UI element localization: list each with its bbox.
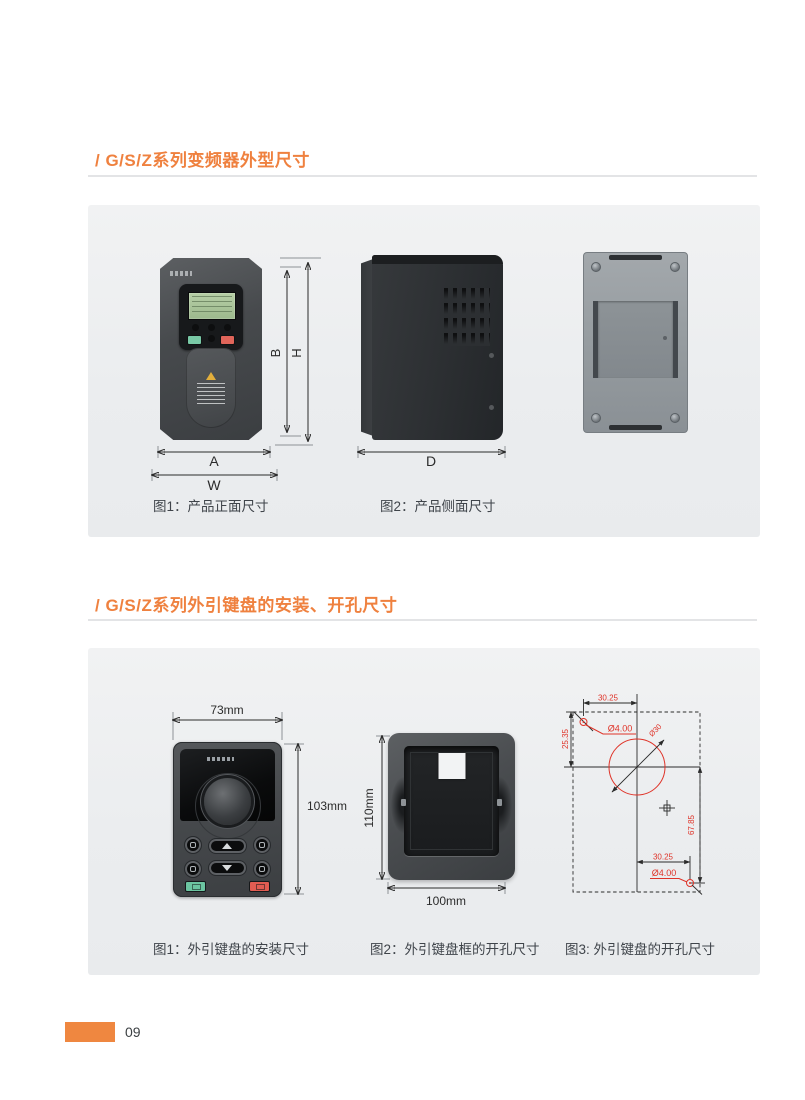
screw-hole-circle (686, 879, 694, 887)
top-gasket-strip (608, 255, 663, 260)
side-screw (489, 405, 494, 410)
dim-top-offset-label: 30.25 (598, 694, 619, 703)
side-top-edge (372, 255, 503, 264)
bottom-offset-dimension: 30.25 (636, 853, 691, 879)
side-screw (489, 353, 494, 358)
datum-square (663, 804, 671, 812)
section2-title: / G/S/Z系列外引键盘的安装、开孔尺寸 (95, 596, 398, 615)
ventilation-slots (444, 288, 490, 346)
panel-keypad-dimensions: 73mm 103mm 110mm 100mm (88, 648, 760, 975)
front-keypad (179, 284, 243, 350)
dim-103mm-label: 103mm (307, 799, 347, 813)
lcd-display (188, 292, 236, 320)
knob-hole: Ø30 (608, 722, 666, 796)
dim-100mm-label: 100mm (426, 894, 466, 908)
run-button (187, 335, 202, 345)
frame-clip (497, 799, 502, 806)
warning-triangle-icon (206, 372, 216, 380)
section2-divider (88, 619, 757, 621)
frame-height-dimension: 110mm (362, 736, 390, 879)
bottom-right-hole: Ø4.00 (650, 868, 703, 895)
front-width-dimensions: A W (152, 446, 277, 493)
datum-crosshair (659, 800, 675, 816)
dim-vertical-span-label: 67.85 (687, 814, 696, 835)
section1-divider (88, 175, 757, 177)
panel-outline-dimensions: B H A W D 图1：产品正面尺寸 图2：产品侧面尺寸 (88, 205, 760, 537)
dim-73mm-label: 73mm (210, 703, 243, 717)
keypad-logo (207, 757, 234, 761)
top-left-hole: Ø4.00 (573, 711, 636, 735)
hole-center (582, 721, 585, 723)
dim-110mm-label: 110mm (362, 788, 376, 827)
keypad-height-dimension: 103mm (284, 744, 347, 894)
panel-outline (564, 694, 701, 893)
section1-title: / G/S/Z系列变频器外型尺寸 (95, 151, 310, 170)
corner-screw (591, 262, 601, 272)
figure-caption: 图1：外引键盘的安装尺寸 (153, 942, 310, 957)
top-cover-inset (593, 301, 678, 379)
stop-button (249, 881, 270, 892)
frame-width-dimension: 100mm (388, 882, 505, 908)
frame-clip (401, 799, 406, 806)
top-offset-dimension: 30.25 (583, 694, 638, 716)
keypad-buttons (192, 324, 199, 331)
hole-center (689, 882, 691, 884)
corner-screw (670, 262, 680, 272)
inverter-side-photo (361, 255, 503, 440)
label-leader (585, 724, 636, 735)
diameter-line (611, 739, 665, 793)
corner-screw (670, 413, 680, 423)
corner-screw (591, 413, 601, 423)
dim-knob-hole-label: Ø30 (647, 722, 663, 738)
function-button (185, 837, 201, 853)
control-knob (204, 778, 251, 825)
dim-left-offset-label: 25.35 (562, 728, 570, 749)
up-arrow-button (209, 839, 246, 853)
drill-hole-drawing: Ø30 Ø4.00 30.25 25.35 67.85 30.25 (562, 694, 705, 895)
front-cover (186, 348, 236, 428)
bottom-gasket-strip (608, 425, 663, 430)
page-number-block (65, 1022, 115, 1042)
figure-caption: 图2：产品侧面尺寸 (380, 499, 496, 514)
warning-label (197, 372, 225, 408)
run-button (185, 881, 206, 892)
function-button (254, 837, 270, 853)
keypad-width-dimension: 73mm (173, 703, 282, 740)
side-body (372, 255, 503, 440)
side-depth-dimension: D (358, 446, 505, 469)
vertical-span-dimension: 67.85 (687, 766, 705, 884)
front-height-dimensions: B H (268, 257, 321, 446)
hole-leader-line (573, 711, 594, 732)
stop-button (220, 335, 235, 345)
knob-hole-circle (608, 738, 666, 796)
dim-h-label: H (289, 348, 304, 357)
brand-logo (170, 271, 192, 276)
left-offset-dimension: 25.35 (562, 711, 576, 768)
cutout-outline (572, 711, 701, 893)
external-keypad-photo (173, 742, 282, 897)
down-arrow-button (209, 861, 246, 875)
keypad-frame-photo (388, 733, 515, 880)
figure-caption: 图3: 外引键盘的开孔尺寸 (565, 942, 716, 957)
dim-top-hole-label: Ø4.00 (608, 724, 633, 734)
hole-leader-line (691, 884, 703, 895)
dim-a-label: A (209, 453, 219, 469)
dim-b-label: B (268, 349, 283, 358)
screw-hole-circle (579, 718, 588, 726)
label-leader (650, 878, 688, 883)
function-button (254, 861, 270, 877)
dim-bottom-hole-label: Ø4.00 (652, 868, 677, 878)
inverter-front-photo (160, 258, 262, 440)
figure-caption: 图1：产品正面尺寸 (153, 499, 269, 514)
frame-window-cutout (438, 753, 465, 779)
warning-text-lines (197, 383, 225, 405)
page-number: 09 (125, 1024, 141, 1040)
figure-caption: 图2：外引键盘框的开孔尺寸 (370, 942, 540, 957)
dim-w-label: W (207, 477, 221, 493)
inverter-top-photo (583, 252, 688, 433)
dim-d-label: D (426, 453, 436, 469)
dim-bottom-offset-label: 30.25 (653, 853, 674, 862)
function-button (185, 861, 201, 877)
